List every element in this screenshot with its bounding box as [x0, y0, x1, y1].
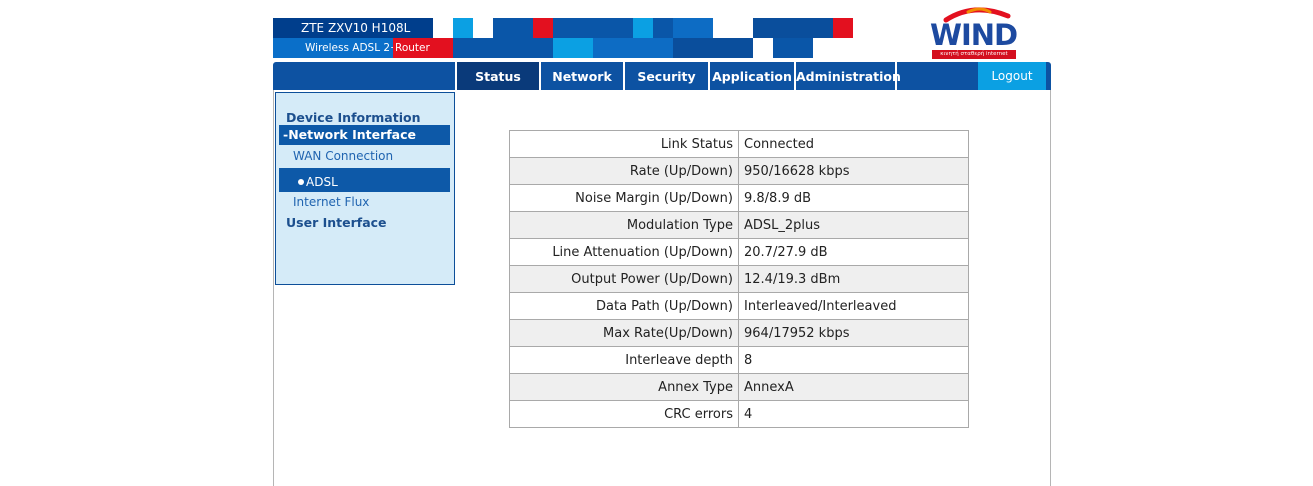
- row-value: Connected: [738, 130, 969, 158]
- row-label: Link Status: [509, 130, 739, 158]
- row-label: Rate (Up/Down): [509, 157, 739, 185]
- row-value: Interleaved/Interleaved: [738, 292, 969, 320]
- banner-block: [773, 38, 813, 58]
- sidebar-item-adsl[interactable]: ADSL: [279, 168, 450, 192]
- table-row: Max Rate(Up/Down)964/17952 kbps: [509, 319, 969, 347]
- main-nav-bar: Status Network Security Application Admi…: [273, 62, 1051, 90]
- row-label: Line Attenuation (Up/Down): [509, 238, 739, 266]
- sidebar-item-network-interface[interactable]: -Network Interface: [279, 125, 450, 145]
- tab-status[interactable]: Status: [455, 62, 539, 90]
- sidebar-menu: Device Information -Network Interface WA…: [275, 92, 455, 285]
- logo-text: WIND: [930, 18, 1018, 52]
- banner-block: [633, 18, 653, 38]
- table-row: Line Attenuation (Up/Down)20.7/27.9 dB: [509, 238, 969, 266]
- row-value: 8: [738, 346, 969, 374]
- banner-block: [433, 18, 453, 38]
- banner-block: [533, 18, 553, 38]
- device-router-label: Router: [393, 38, 453, 58]
- row-value: 12.4/19.3 dBm: [738, 265, 969, 293]
- row-value: ADSL_2plus: [738, 211, 969, 239]
- logo-swoosh-icon: [943, 7, 1011, 23]
- row-label: Max Rate(Up/Down): [509, 319, 739, 347]
- banner-block: [653, 18, 673, 38]
- sidebar-item-adsl-label: ADSL: [306, 175, 338, 189]
- row-value: AnnexA: [738, 373, 969, 401]
- row-value: 20.7/27.9 dB: [738, 238, 969, 266]
- row-label: CRC errors: [509, 400, 739, 428]
- tab-administration[interactable]: Administration: [794, 62, 901, 90]
- banner-block: [453, 38, 553, 58]
- row-value: 4: [738, 400, 969, 428]
- banner-block: [673, 38, 753, 58]
- banner-block: [753, 18, 833, 38]
- bullet-icon: [298, 179, 304, 185]
- device-subtitle: Wireless ADSL 2+: [273, 38, 399, 58]
- banner-block: [593, 38, 673, 58]
- banner-block: [453, 18, 473, 38]
- table-row: Data Path (Up/Down)Interleaved/Interleav…: [509, 292, 969, 320]
- table-row: Noise Margin (Up/Down)9.8/8.9 dB: [509, 184, 969, 212]
- sidebar-item-device-information[interactable]: Device Information: [286, 110, 421, 125]
- banner-block: [673, 18, 713, 38]
- sidebar-item-internet-flux[interactable]: Internet Flux: [293, 195, 370, 209]
- row-value: 950/16628 kbps: [738, 157, 969, 185]
- sidebar-item-wan-connection[interactable]: WAN Connection: [293, 149, 394, 163]
- row-label: Modulation Type: [509, 211, 739, 239]
- sidebar-item-user-interface[interactable]: User Interface: [286, 215, 387, 230]
- wind-logo: WIND κινητή σταθερή internet: [928, 4, 1020, 60]
- row-label: Data Path (Up/Down): [509, 292, 739, 320]
- row-label: Noise Margin (Up/Down): [509, 184, 739, 212]
- row-label: Output Power (Up/Down): [509, 265, 739, 293]
- table-row: Output Power (Up/Down)12.4/19.3 dBm: [509, 265, 969, 293]
- tab-security[interactable]: Security: [623, 62, 708, 90]
- tab-network[interactable]: Network: [539, 62, 623, 90]
- row-label: Interleave depth: [509, 346, 739, 374]
- logo-tagline: κινητή σταθερή internet: [932, 50, 1016, 59]
- row-label: Annex Type: [509, 373, 739, 401]
- table-row: Rate (Up/Down)950/16628 kbps: [509, 157, 969, 185]
- tab-application[interactable]: Application: [708, 62, 794, 90]
- header-banner: ZTE ZXV10 H108L Wireless ADSL 2+ Router: [273, 18, 856, 58]
- banner-block: [553, 18, 633, 38]
- logout-button[interactable]: Logout: [978, 62, 1046, 90]
- device-model-title: ZTE ZXV10 H108L: [273, 18, 433, 38]
- banner-block: [553, 38, 593, 58]
- banner-block: [833, 18, 853, 38]
- row-value: 9.8/8.9 dB: [738, 184, 969, 212]
- row-value: 964/17952 kbps: [738, 319, 969, 347]
- banner-block: [493, 18, 533, 38]
- content-frame: [273, 90, 1051, 486]
